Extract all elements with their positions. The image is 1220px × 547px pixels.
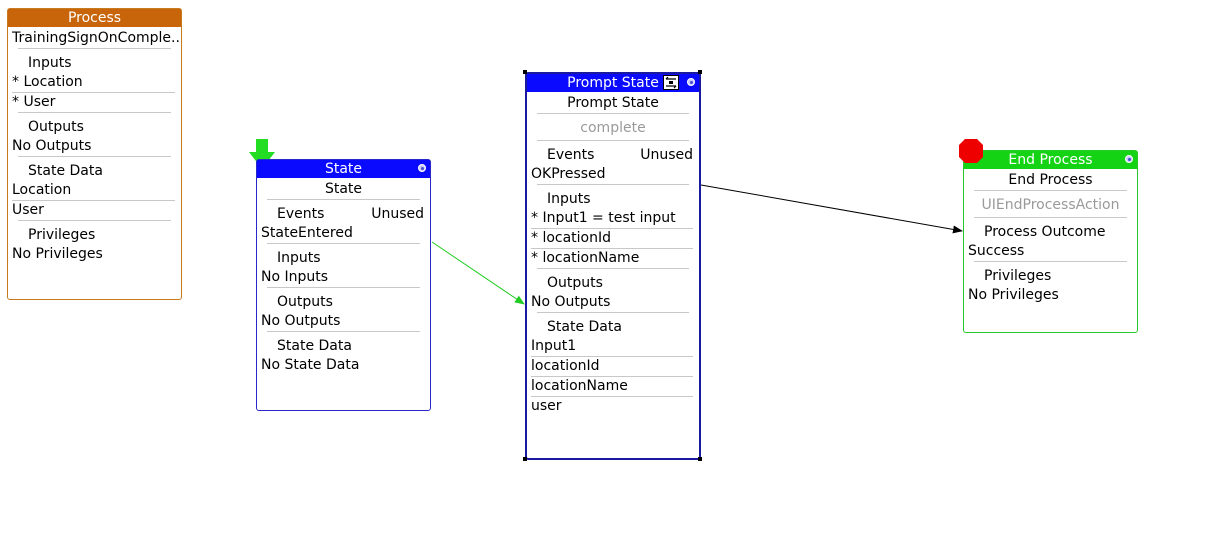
input-item: * locationName bbox=[531, 250, 640, 266]
radio-icon[interactable] bbox=[418, 164, 426, 172]
inputs-label: Inputs bbox=[28, 55, 72, 71]
events-row: Events Unused bbox=[257, 205, 430, 224]
events-label: Events bbox=[547, 147, 595, 163]
process-node-header[interactable]: Process bbox=[8, 9, 181, 27]
prompt-state-node[interactable]: Prompt State Prompt State complete Event… bbox=[525, 72, 701, 460]
privileges-label: Privileges bbox=[984, 268, 1052, 284]
privilege-item: No Privileges bbox=[12, 246, 103, 262]
privileges-label: Privileges bbox=[28, 227, 96, 243]
state-name: State bbox=[324, 181, 363, 197]
input-item: * User bbox=[12, 94, 56, 110]
process-outcome-label: Process Outcome bbox=[984, 224, 1106, 240]
process-name: TrainingSignOnComple... bbox=[12, 30, 181, 46]
end-process-name: End Process bbox=[1008, 172, 1093, 188]
resize-handle[interactable] bbox=[698, 457, 702, 461]
outputs-label: Outputs bbox=[277, 294, 333, 310]
events-label: Events bbox=[277, 206, 325, 222]
state-node[interactable]: State State Events Unused StateEntered I… bbox=[256, 159, 431, 411]
state-data-item: Input1 bbox=[531, 338, 577, 354]
process-node[interactable]: Process TrainingSignOnComple... Inputs *… bbox=[7, 8, 182, 300]
state-data-label: State Data bbox=[277, 338, 352, 354]
prompt-state-title: Prompt State bbox=[567, 75, 659, 91]
radio-icon[interactable] bbox=[1125, 155, 1133, 163]
output-item: No Outputs bbox=[261, 313, 341, 329]
input-item: * Input1 = test input bbox=[531, 210, 676, 226]
end-process-action: UIEndProcessAction bbox=[981, 197, 1120, 213]
resize-handle[interactable] bbox=[698, 70, 702, 74]
state-data-label: State Data bbox=[547, 319, 622, 335]
end-process-header[interactable]: End Process bbox=[964, 151, 1137, 169]
input-item: No Inputs bbox=[261, 269, 329, 285]
output-item: No Outputs bbox=[12, 138, 92, 154]
outputs-label: Outputs bbox=[28, 119, 84, 135]
events-unused-label: Unused bbox=[640, 147, 693, 163]
state-node-title: State bbox=[324, 161, 363, 177]
outputs-label: Outputs bbox=[547, 275, 603, 291]
end-process-node[interactable]: End Process End Process UIEndProcessActi… bbox=[963, 150, 1138, 333]
input-item: * locationId bbox=[531, 230, 612, 246]
privilege-item: No Privileges bbox=[968, 287, 1059, 303]
output-item: No Outputs bbox=[531, 294, 611, 310]
inputs-label: Inputs bbox=[277, 250, 321, 266]
end-process-title: End Process bbox=[1008, 152, 1093, 168]
state-data-item: Location bbox=[12, 182, 72, 198]
state-entered-connector[interactable] bbox=[431, 241, 525, 305]
state-data-item: User bbox=[12, 202, 44, 218]
state-data-item: locationId bbox=[531, 358, 600, 374]
prompt-state-header[interactable]: Prompt State bbox=[527, 74, 699, 92]
state-data-label: State Data bbox=[28, 163, 103, 179]
input-item: * Location bbox=[12, 74, 83, 90]
inputs-label: Inputs bbox=[547, 191, 591, 207]
state-data-item: No State Data bbox=[261, 357, 360, 373]
event-item[interactable]: OKPressed bbox=[531, 166, 606, 182]
event-item[interactable]: StateEntered bbox=[261, 225, 353, 241]
start-arrow-icon bbox=[249, 139, 275, 169]
state-data-item: locationName bbox=[531, 378, 628, 394]
resize-handle[interactable] bbox=[523, 70, 527, 74]
state-data-item: user bbox=[531, 398, 562, 414]
state-node-header[interactable]: State bbox=[257, 160, 430, 178]
prompt-state-name: Prompt State bbox=[567, 95, 659, 111]
events-row: Events Unused bbox=[527, 146, 699, 165]
stop-octagon-icon bbox=[959, 139, 983, 163]
process-node-title: Process bbox=[67, 10, 122, 26]
radio-icon[interactable] bbox=[687, 78, 695, 86]
events-unused-label: Unused bbox=[371, 206, 424, 222]
prompt-action-name: complete bbox=[580, 120, 646, 136]
process-outcome-value: Success bbox=[968, 243, 1025, 259]
resize-handle[interactable] bbox=[523, 457, 527, 461]
ok-pressed-connector[interactable] bbox=[700, 184, 963, 234]
screen-edit-icon[interactable] bbox=[663, 75, 679, 90]
